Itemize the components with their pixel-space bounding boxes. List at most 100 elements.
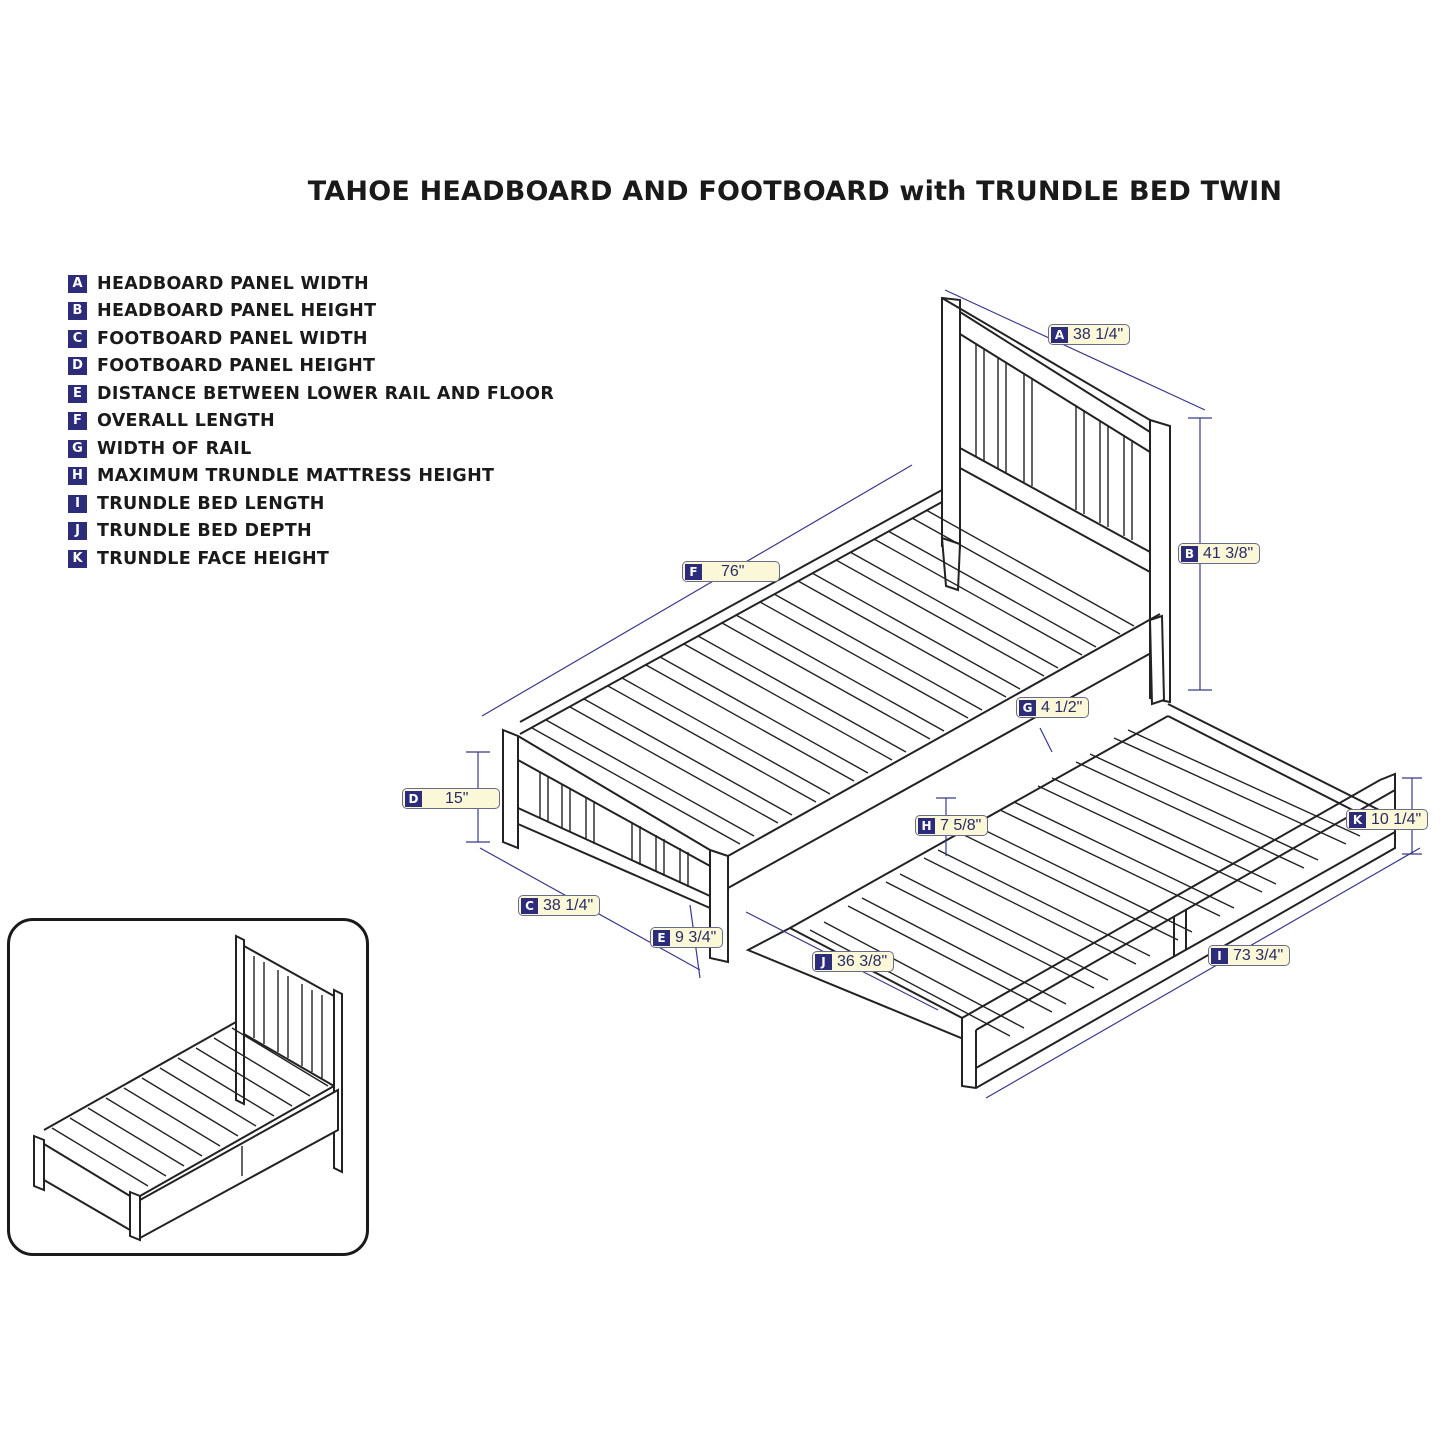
dimension-value: 9 3/4" — [675, 928, 717, 946]
dimension-key: C — [521, 897, 538, 914]
headboard-top-rail-inner — [959, 311, 1151, 433]
legend-key: J — [68, 522, 87, 541]
dimension-value: 4 1/2" — [1041, 698, 1083, 716]
legend-label: DISTANCE BETWEEN LOWER RAIL AND FLOOR — [97, 383, 555, 404]
dimension-key: K — [1349, 811, 1366, 828]
legend-key: H — [68, 467, 87, 486]
slat — [683, 635, 907, 761]
legend-label: MAXIMUM TRUNDLE MATTRESS HEIGHT — [97, 466, 495, 487]
dimension-key: B — [1181, 545, 1198, 562]
left-side-rail-top — [519, 489, 943, 723]
slat — [531, 719, 755, 845]
headboard — [941, 296, 1171, 704]
dimension-tag-k: K 10 1/4" — [1346, 809, 1429, 830]
dimension-value: 15" — [445, 789, 469, 807]
footboard — [502, 728, 729, 964]
legend-label: OVERALL LENGTH — [97, 411, 275, 432]
legend-key: F — [68, 412, 87, 431]
slat — [911, 509, 1135, 635]
dimension-value: 36 3/8" — [837, 952, 888, 970]
legend-label: FOOTBOARD PANEL HEIGHT — [97, 356, 376, 377]
dimension-key: H — [918, 817, 935, 834]
footboard-panel-top — [517, 759, 711, 867]
footboard-left-post — [502, 728, 519, 850]
right-side-rail-bottom — [727, 647, 1161, 889]
headboard-panel-top — [959, 333, 1151, 453]
dimension-key: D — [405, 790, 422, 807]
rear-leg — [1148, 614, 1166, 706]
dimension-line-a — [944, 289, 1206, 411]
slat — [873, 530, 1097, 656]
dimension-tag-h: H 7 5/8" — [915, 815, 989, 836]
footboard-slats — [539, 772, 689, 887]
headboard-left-post — [941, 296, 961, 550]
legend-item-j: J TRUNDLE BED DEPTH — [68, 518, 554, 546]
trundle-face — [961, 772, 1396, 1090]
dimension-tag-d: D 15" — [402, 788, 500, 809]
legend-key: D — [68, 357, 87, 376]
legend-key: C — [68, 329, 87, 348]
legend-label: HEADBOARD PANEL WIDTH — [97, 273, 369, 294]
dimension-key: G — [1019, 699, 1036, 716]
trundle-back-rail-top — [1167, 703, 1396, 819]
trundle-front-edge — [745, 926, 967, 1042]
dimension-tag-f: F 76" — [682, 561, 780, 582]
slat — [645, 656, 869, 782]
dimension-key: I — [1211, 947, 1228, 964]
legend-key: I — [68, 494, 87, 513]
legend-key: E — [68, 384, 87, 403]
inset-bed-thumbnail — [33, 934, 343, 1242]
dimension-value: 10 1/4" — [1371, 810, 1422, 828]
dimension-value: 76" — [721, 562, 745, 580]
dimension-key: E — [653, 929, 670, 946]
dimension-value: 38 1/4" — [1073, 325, 1124, 343]
slat — [569, 698, 793, 824]
slat — [835, 551, 1059, 677]
inset-frame — [7, 918, 369, 1256]
dimension-line-i — [985, 847, 1421, 1099]
headboard-top-rail — [941, 297, 1151, 421]
trundle-slats — [809, 729, 1361, 1037]
right-side-rail-top — [727, 613, 1161, 857]
dimension-line-g — [1039, 727, 1053, 753]
footboard-lower-rail — [517, 823, 711, 909]
dimension-key: J — [815, 953, 832, 970]
page-title: TAHOE HEADBOARD AND FOOTBOARD with TRUND… — [307, 176, 1283, 207]
dimension-key: A — [1051, 326, 1068, 343]
headboard-panel-bottom — [959, 447, 1151, 553]
dimension-tag-j: J 36 3/8" — [812, 951, 895, 972]
legend-label: HEADBOARD PANEL HEIGHT — [97, 301, 377, 322]
footboard-top-rail — [517, 735, 711, 851]
trundle-back-rail-bottom — [1167, 715, 1381, 825]
dimension-tag-e: E 9 3/4" — [650, 927, 724, 948]
side-rails — [519, 489, 1166, 889]
legend-label: FOOTBOARD PANEL WIDTH — [97, 328, 368, 349]
dimension-line-f — [481, 464, 913, 717]
slat — [759, 593, 983, 719]
dimension-value: 41 3/8" — [1203, 544, 1254, 562]
legend-item-c: C FOOTBOARD PANEL WIDTH — [68, 325, 554, 353]
legend-label: TRUNDLE BED LENGTH — [97, 493, 325, 514]
legend-item-i: I TRUNDLE BED LENGTH — [68, 490, 554, 518]
slat — [721, 614, 945, 740]
legend-item-e: E DISTANCE BETWEEN LOWER RAIL AND FLOOR — [68, 380, 554, 408]
legend-key: K — [68, 549, 87, 568]
dimension-tag-a: A 38 1/4" — [1048, 324, 1131, 345]
legend-label: TRUNDLE BED DEPTH — [97, 521, 312, 542]
headboard-slats — [975, 344, 1133, 540]
slat — [797, 572, 1021, 698]
mattress-slats — [531, 509, 1135, 845]
dimension-key: F — [685, 563, 702, 580]
headboard-lower-rail — [959, 467, 1151, 573]
legend-item-h: H MAXIMUM TRUNDLE MATTRESS HEIGHT — [68, 463, 554, 491]
dimension-value: 7 5/8" — [940, 816, 982, 834]
legend-item-f: F OVERALL LENGTH — [68, 408, 554, 436]
